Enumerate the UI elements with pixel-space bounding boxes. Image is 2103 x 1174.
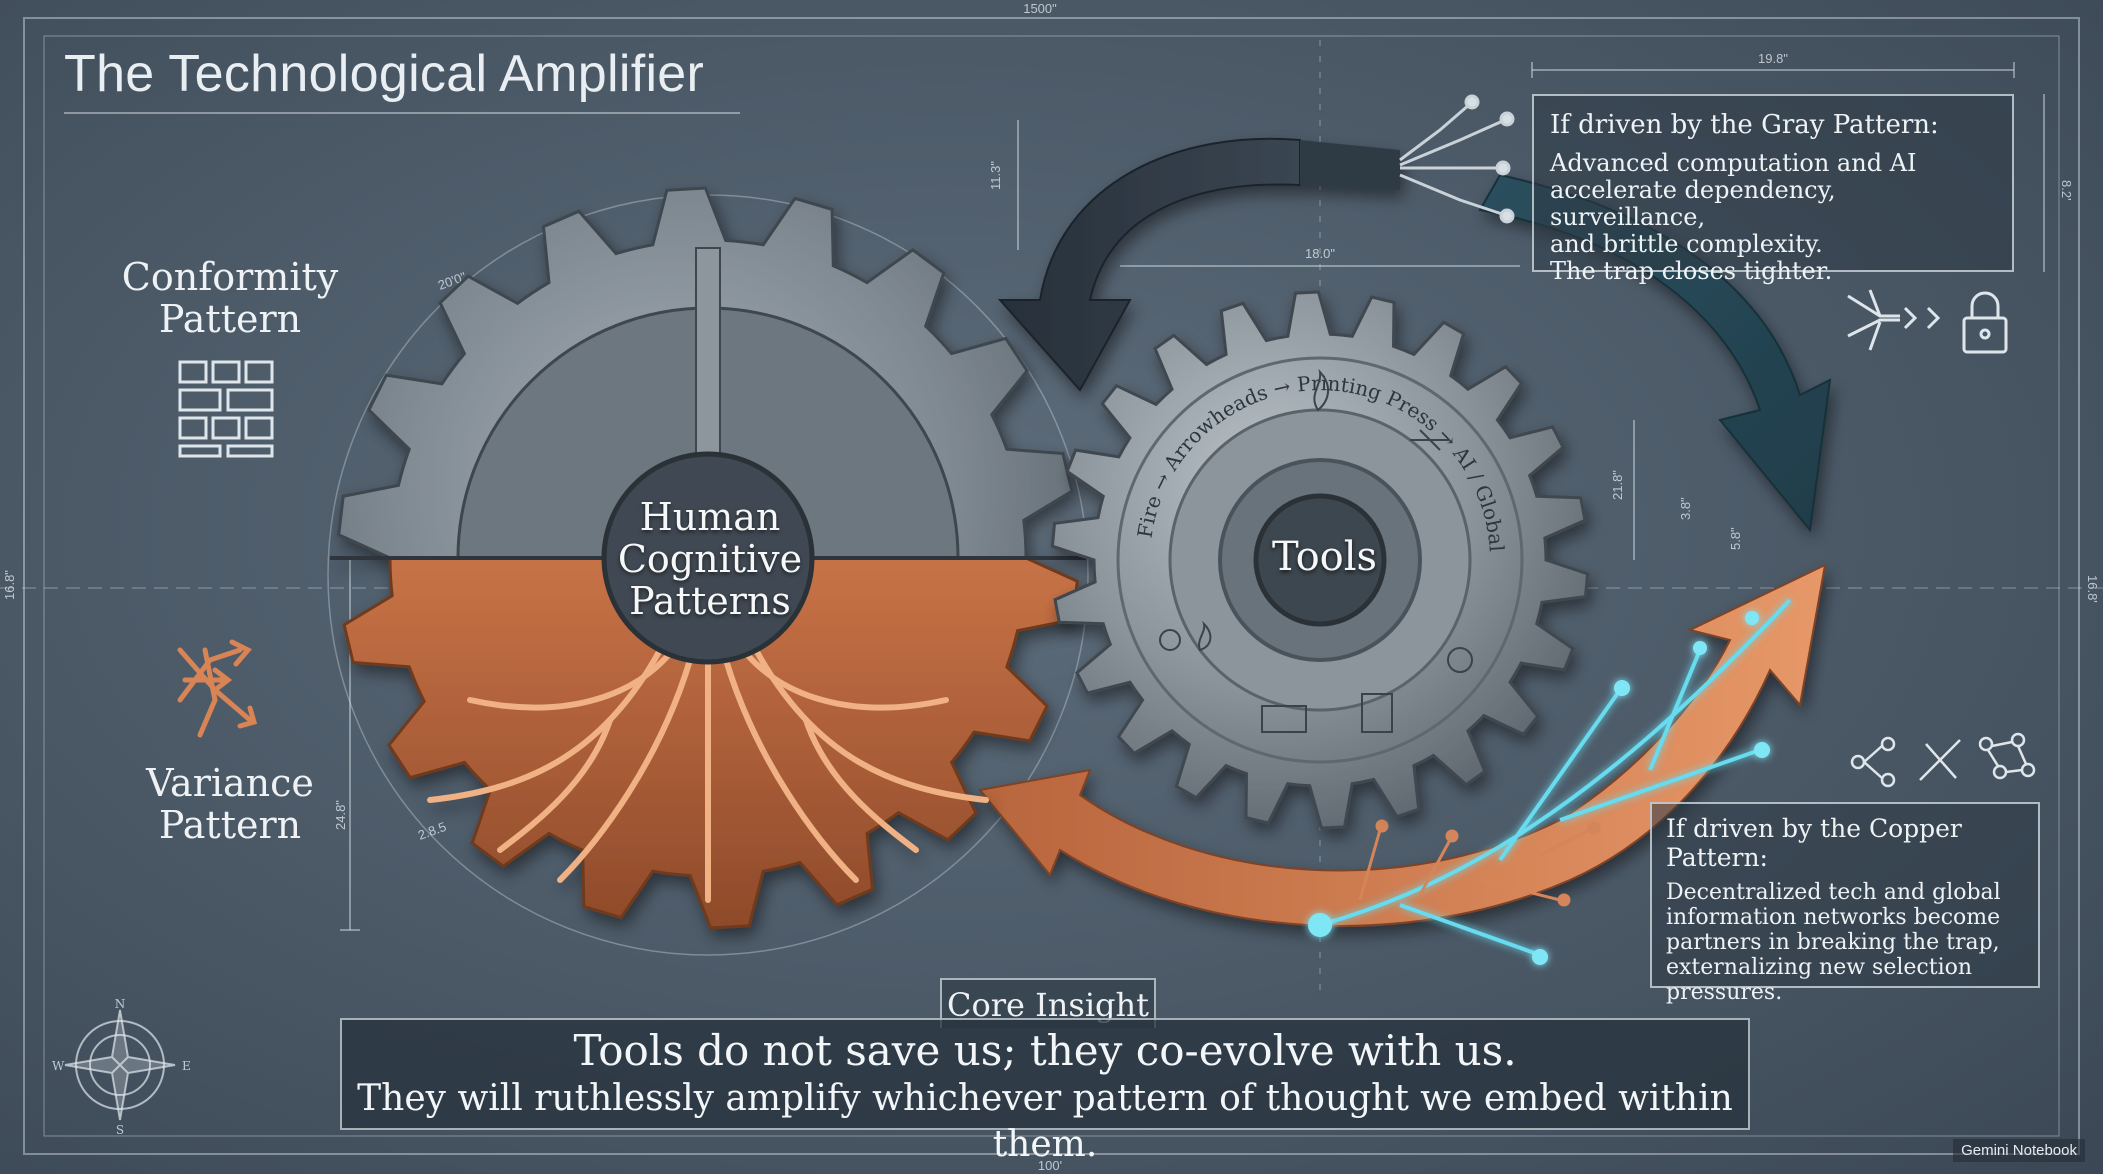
copper-outcome-line1: Decentralized tech and global xyxy=(1666,880,2001,905)
variance-pattern-label: Variance Pattern xyxy=(100,762,360,846)
dim-box-height: 8.2' xyxy=(2059,180,2074,201)
gemini-notebook-watermark: Gemini Notebook xyxy=(1953,1139,2085,1162)
tools-gear-label: Tools xyxy=(1272,534,1378,580)
copper-outcome-text: Decentralized tech and global informatio… xyxy=(1666,880,2024,1005)
copper-feedback-arrow xyxy=(978,563,1827,927)
gray-outcome-text: Advanced computation and AI accelerate d… xyxy=(1550,150,1996,285)
copper-root-veins xyxy=(427,637,989,903)
copper-outcome-line4: externalizing new selection xyxy=(1666,955,1973,980)
dim-box-width: 19.8" xyxy=(1758,51,1788,66)
title-underline xyxy=(64,112,740,114)
core-insight-line2: They will ruthlessly amplify whichever p… xyxy=(357,1078,1733,1165)
glowing-network-nodes xyxy=(1308,611,1770,965)
human-cognitive-gear xyxy=(330,186,1086,930)
gray-outcome-line2: accelerate dependency, surveillance, xyxy=(1550,176,1836,231)
compass-s: S xyxy=(116,1123,124,1137)
human-gear-label: Human Cognitive Patterns xyxy=(600,496,820,622)
copper-outcome-heading: If driven by the Copper Pattern: xyxy=(1666,814,1962,872)
conformity-label-line2: Pattern xyxy=(158,297,302,341)
compass-w: W xyxy=(52,1059,65,1073)
dim-gear-r3: 2.8.5 xyxy=(416,819,448,843)
human-label-line1: Human xyxy=(639,495,781,539)
dim-bottom: 100' xyxy=(1038,1158,1062,1173)
conformity-label-line1: Conformity xyxy=(121,255,339,299)
dim-tools-width: 18.0" xyxy=(1305,246,1335,261)
copper-outcome-line3: partners in breaking the trap, xyxy=(1666,930,2000,955)
compass-e: E xyxy=(182,1059,191,1073)
human-label-line2: Cognitive xyxy=(617,537,803,581)
dim-top: 1500" xyxy=(1023,1,1057,16)
gray-feedback-arrow xyxy=(997,137,1400,392)
variance-label-line1: Variance xyxy=(146,761,314,805)
core-insight-line1: Tools do not save us; they co-evolve wit… xyxy=(573,1026,1517,1075)
human-label-line3: Patterns xyxy=(629,579,791,623)
gray-outcome-line3: and brittle complexity. xyxy=(1550,230,1823,258)
dim-side-right: 16.8' xyxy=(2085,575,2100,603)
gray-outcome-line4: The trap closes tighter. xyxy=(1550,257,1833,285)
brick-wall-icon xyxy=(178,360,274,458)
dim-arrow-r2: 5.8" xyxy=(1728,527,1743,550)
dim-gear-r2: 24.8" xyxy=(333,800,348,830)
conformity-pattern-label: Conformity Pattern xyxy=(100,256,360,340)
gray-arrow-circuits xyxy=(1399,94,1515,224)
copper-wire-tendrils xyxy=(1358,819,1601,907)
gray-outcome-line1: Advanced computation and AI xyxy=(1550,149,1917,177)
copper-outcome-line2: information networks become xyxy=(1666,905,2001,930)
core-insight-box: Tools do not save us; they co-evolve wit… xyxy=(340,1018,1750,1165)
copper-outcome-line5: pressures. xyxy=(1666,980,1783,1005)
gray-outcome-heading: If driven by the Gray Pattern: xyxy=(1550,110,1939,140)
variance-label-line2: Pattern xyxy=(158,803,302,847)
diverging-arrows-icon xyxy=(177,639,258,738)
compass-rose-icon: N E S W xyxy=(52,997,191,1137)
network-nodes-icon xyxy=(1850,732,2036,788)
copper-pattern-outcome-box: If driven by the Copper Pattern: Decentr… xyxy=(1650,802,2040,1005)
gray-pattern-outcome-box: If driven by the Gray Pattern: Advanced … xyxy=(1532,94,2014,285)
dim-side-left: 16.8" xyxy=(2,570,17,600)
dim-gray-arrow: 11.3" xyxy=(988,161,1003,190)
converging-lines-lock-icon xyxy=(1847,289,2008,354)
dim-gear-r1: 21.8" xyxy=(1610,470,1625,500)
dim-arrow-r1: 3.8" xyxy=(1678,497,1693,520)
glowing-network-lines xyxy=(1319,598,1792,957)
compass-n: N xyxy=(115,997,126,1011)
tool-sketch-icons xyxy=(1159,368,1473,733)
tools-gear xyxy=(1050,290,1590,830)
page-title: The Technological Amplifier xyxy=(64,45,705,103)
